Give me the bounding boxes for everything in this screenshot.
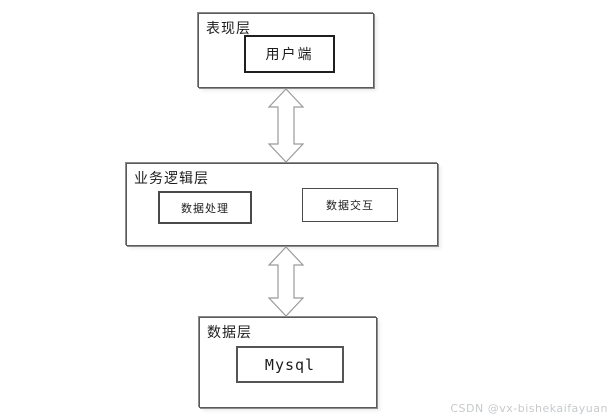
node-data-interaction: 数据交互 bbox=[302, 188, 398, 222]
node-client-label: 用户端 bbox=[265, 47, 314, 63]
node-data-processing: 数据处理 bbox=[158, 191, 252, 224]
node-client: 用户端 bbox=[244, 35, 335, 73]
layer-presentation: 表现层 bbox=[198, 13, 374, 88]
layer-data-label: 数据层 bbox=[207, 325, 252, 341]
node-data-processing-label: 数据处理 bbox=[181, 201, 229, 215]
csdn-watermark: CSDN @vx-bishekaifayuan bbox=[450, 402, 608, 415]
layer-presentation-label: 表现层 bbox=[206, 21, 251, 37]
double-headed-arrow-icon bbox=[267, 246, 305, 317]
node-mysql-label: Mysql bbox=[264, 355, 316, 374]
double-headed-arrow-icon bbox=[267, 88, 305, 163]
node-mysql: Mysql bbox=[236, 346, 344, 383]
node-data-interaction-label: 数据交互 bbox=[326, 199, 374, 212]
layer-business-logic-label: 业务逻辑层 bbox=[134, 171, 209, 187]
